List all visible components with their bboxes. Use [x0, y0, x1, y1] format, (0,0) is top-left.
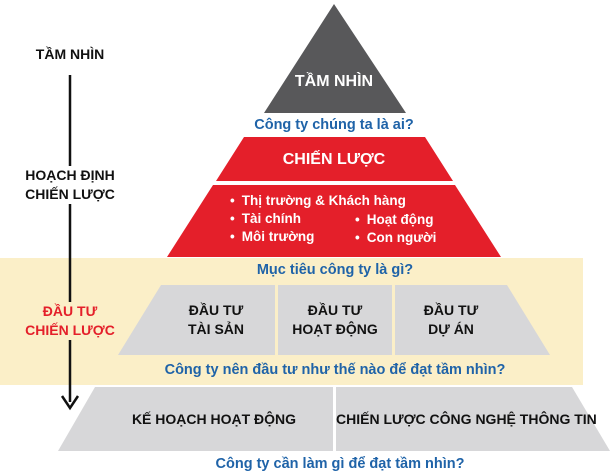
- side-label-vision: TẦM NHÌN: [35, 46, 105, 62]
- strategy-bullet: Thị trường & Khách hàng: [230, 192, 406, 209]
- strategy-bullet: Hoạt động: [355, 211, 434, 228]
- invest-box-assets-label: ĐẦU TƯ TÀI SẢN: [188, 302, 244, 337]
- strategy-question: Mục tiêu công ty là gì?: [256, 262, 414, 278]
- invest-box-operations: [278, 285, 392, 355]
- invest-box-projects: [395, 285, 550, 355]
- strategy-bullet: Tài chính: [230, 210, 301, 227]
- base-box-it-strategy: [336, 387, 610, 451]
- strategy-title: CHIẾN LƯỢC: [282, 151, 386, 168]
- side-label-strategic-investment: ĐẦU TƯ CHIẾN LƯỢC: [18, 302, 122, 340]
- vision-tier: [264, 4, 406, 113]
- base-question: Công ty cần làm gì để đạt tầm nhìn?: [215, 456, 465, 472]
- strategy-bullet: Con người: [355, 229, 437, 246]
- investment-question: Công ty nên đầu tư như thế nào để đạt tầ…: [164, 362, 506, 378]
- invest-box-operations-label: ĐẦU TƯ HOẠT ĐỘNG: [292, 302, 378, 337]
- invest-box-assets: [118, 285, 275, 355]
- base-box-action-plan-label: KẾ HOẠCH HOẠT ĐỘNG: [131, 411, 297, 427]
- base-box-it-strategy-label: CHIẾN LƯỢC CÔNG NGHỆ THÔNG TIN: [336, 411, 597, 427]
- vision-question: Công ty chúng ta là ai?: [254, 117, 414, 133]
- strategy-bullet: Môi trường: [230, 228, 315, 245]
- base-box-action-plan: [58, 387, 333, 451]
- timeline-arrow-head: [60, 395, 80, 411]
- side-label-strategic-planning: HOẠCH ĐỊNH CHIẾN LƯỢC: [14, 166, 126, 204]
- vision-title: TẦM NHÌN: [294, 73, 374, 90]
- invest-box-projects-label: ĐẦU TƯ DỰ ÁN: [423, 302, 479, 337]
- strategy-title-tier: [216, 137, 453, 181]
